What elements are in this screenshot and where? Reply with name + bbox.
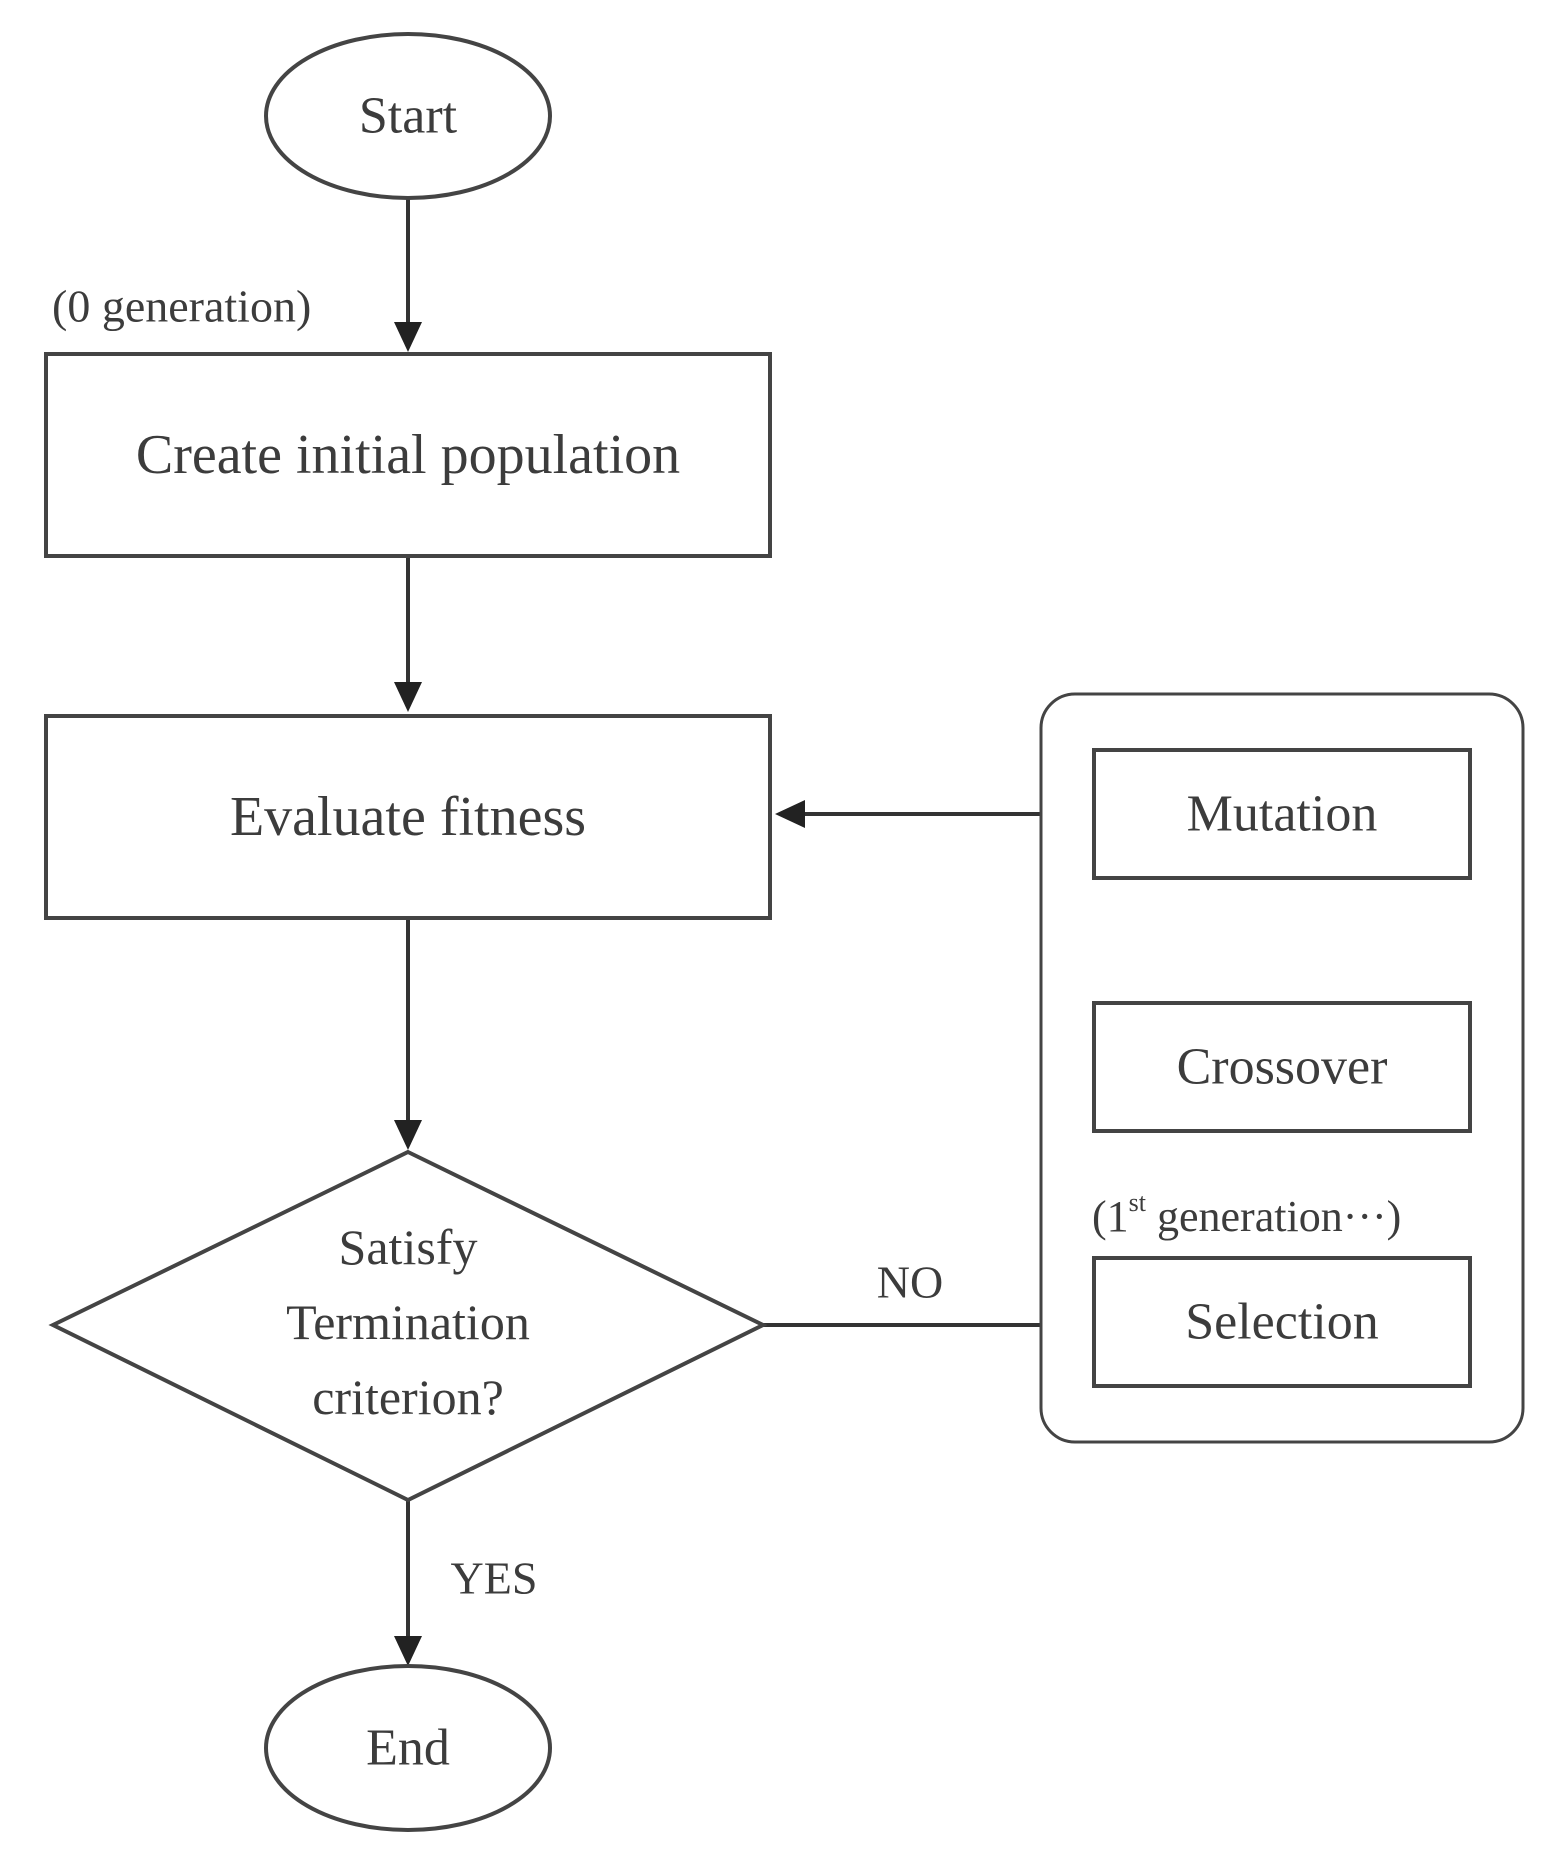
nodes: Start Create initial population Evaluate… bbox=[44, 32, 1525, 1832]
first-generation-superscript: st bbox=[1129, 1188, 1147, 1217]
create-population-label: Create initial population bbox=[136, 424, 680, 486]
annotations: (0 generation) (1st generation···) NO YE… bbox=[52, 281, 1401, 1604]
selection-label: Selection bbox=[1185, 1294, 1379, 1351]
first-generation-open: (1 bbox=[1092, 1192, 1129, 1241]
arrowhead-evaluate bbox=[394, 682, 422, 712]
first-generation-annotation: (1st generation···) bbox=[1092, 1188, 1401, 1241]
yes-edge-label: YES bbox=[451, 1553, 538, 1604]
evaluate-fitness-label: Evaluate fitness bbox=[230, 786, 586, 848]
zero-generation-annotation: (0 generation) bbox=[52, 281, 311, 332]
mutation-label: Mutation bbox=[1187, 786, 1378, 843]
end-label: End bbox=[366, 1720, 450, 1777]
no-edge-label: NO bbox=[877, 1257, 943, 1308]
termination-decision-node bbox=[48, 1149, 768, 1503]
create-population-node bbox=[44, 352, 772, 558]
arrowhead-decision bbox=[394, 1120, 422, 1150]
decision-label-line1: Satisfy bbox=[339, 1219, 478, 1275]
end-node bbox=[264, 1664, 552, 1832]
decision-label-line2: Termination bbox=[286, 1294, 530, 1350]
start-label: Start bbox=[359, 88, 458, 145]
arrowhead-create bbox=[394, 322, 422, 352]
crossover-label: Crossover bbox=[1177, 1039, 1388, 1096]
selection-node bbox=[1092, 1256, 1472, 1388]
evaluate-fitness-node bbox=[44, 714, 772, 920]
arrowhead-end bbox=[394, 1636, 422, 1666]
mutation-node bbox=[1092, 748, 1472, 880]
decision-label-line3: criterion? bbox=[312, 1369, 504, 1425]
first-generation-rest: generation···) bbox=[1146, 1192, 1401, 1241]
arrowhead-evaluate-loop bbox=[775, 800, 805, 828]
crossover-node bbox=[1092, 1001, 1472, 1133]
start-node bbox=[264, 32, 552, 200]
